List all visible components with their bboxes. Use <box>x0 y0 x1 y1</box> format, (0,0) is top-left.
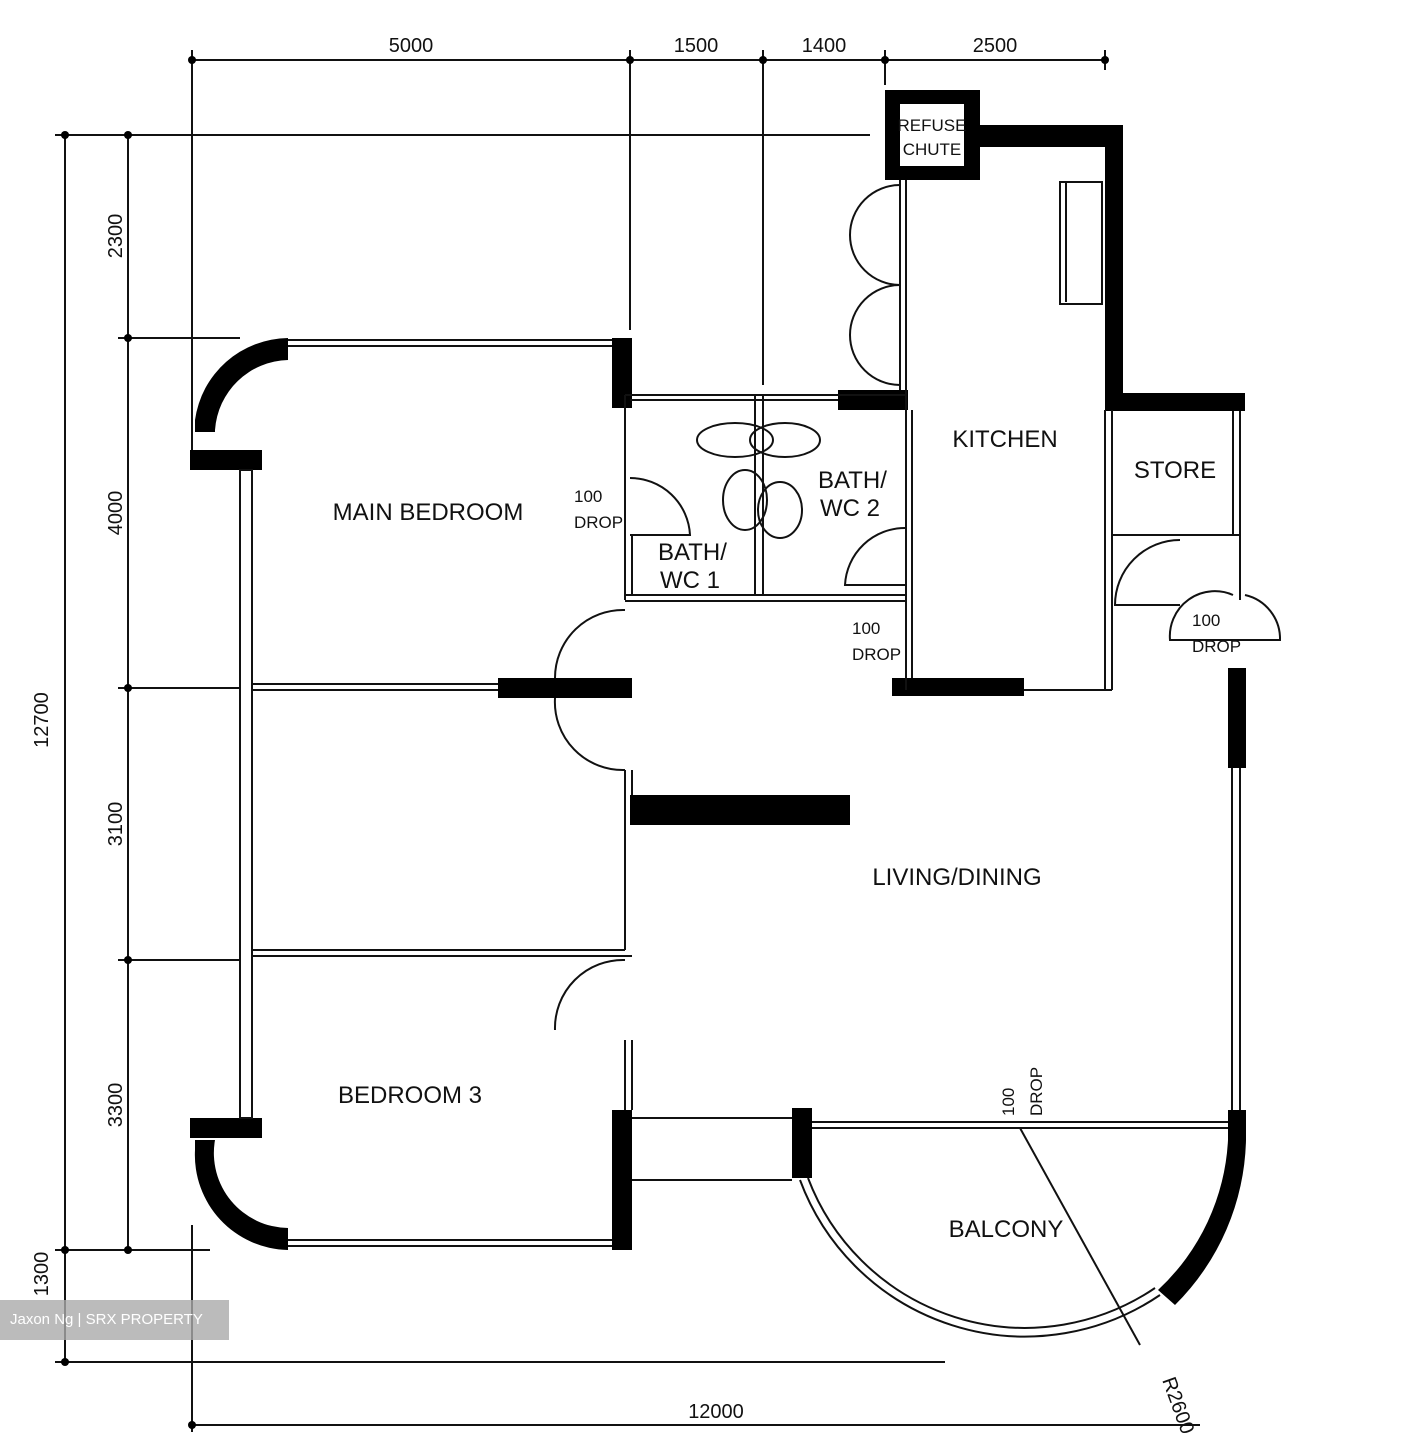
walls <box>190 90 1246 1305</box>
drop-label-4: DROP <box>1027 1067 1046 1116</box>
drop-value-1: 100 <box>574 487 602 506</box>
dim-top-2: 1500 <box>674 35 719 57</box>
drop-value-3: 100 <box>1192 611 1220 630</box>
drop-value-4: 100 <box>999 1088 1018 1116</box>
drop-label-3: DROP <box>1192 637 1241 656</box>
refuse-chute-line1: REFUSE <box>898 116 967 135</box>
room-living-dining: LIVING/DINING <box>872 864 1041 891</box>
room-main-bedroom: MAIN BEDROOM <box>333 499 524 526</box>
dim-top-4: 2500 <box>973 35 1018 57</box>
dim-left-2: 4000 <box>105 491 127 536</box>
drop-label-2: DROP <box>852 645 901 664</box>
dim-left-bottom: 1300 <box>31 1252 53 1297</box>
dimension-lines <box>55 50 1200 1432</box>
refuse-chute-line2: CHUTE <box>903 140 962 159</box>
dim-left-4: 3300 <box>105 1083 127 1128</box>
room-bath-1-line1: BATH/ <box>658 539 727 566</box>
dimension-ticks <box>61 56 1109 1429</box>
room-balcony: BALCONY <box>949 1216 1064 1243</box>
dim-left-3: 3100 <box>105 802 127 847</box>
room-kitchen: KITCHEN <box>952 426 1057 453</box>
watermark: Jaxon Ng | SRX PROPERTY <box>0 1300 229 1340</box>
room-store: STORE <box>1134 457 1216 484</box>
room-bath-1-line2: WC 1 <box>660 567 720 594</box>
dim-top-1: 5000 <box>389 35 434 57</box>
room-bath-2-line2: WC 2 <box>820 495 880 522</box>
drop-label-1: DROP <box>574 513 623 532</box>
dim-left-total: 12700 <box>31 692 53 748</box>
dim-bottom: 12000 <box>688 1401 744 1423</box>
doors[interactable] <box>553 184 1282 1031</box>
radius-label: R2600 <box>1157 1374 1198 1437</box>
dim-left-1: 2300 <box>105 214 127 259</box>
thin-walls <box>239 180 1241 1346</box>
room-bath-2-line1: BATH/ <box>818 467 887 494</box>
dim-top-3: 1400 <box>802 35 847 57</box>
toilets <box>696 422 821 539</box>
drop-value-2: 100 <box>852 619 880 638</box>
room-bedroom-3: BEDROOM 3 <box>338 1082 482 1109</box>
